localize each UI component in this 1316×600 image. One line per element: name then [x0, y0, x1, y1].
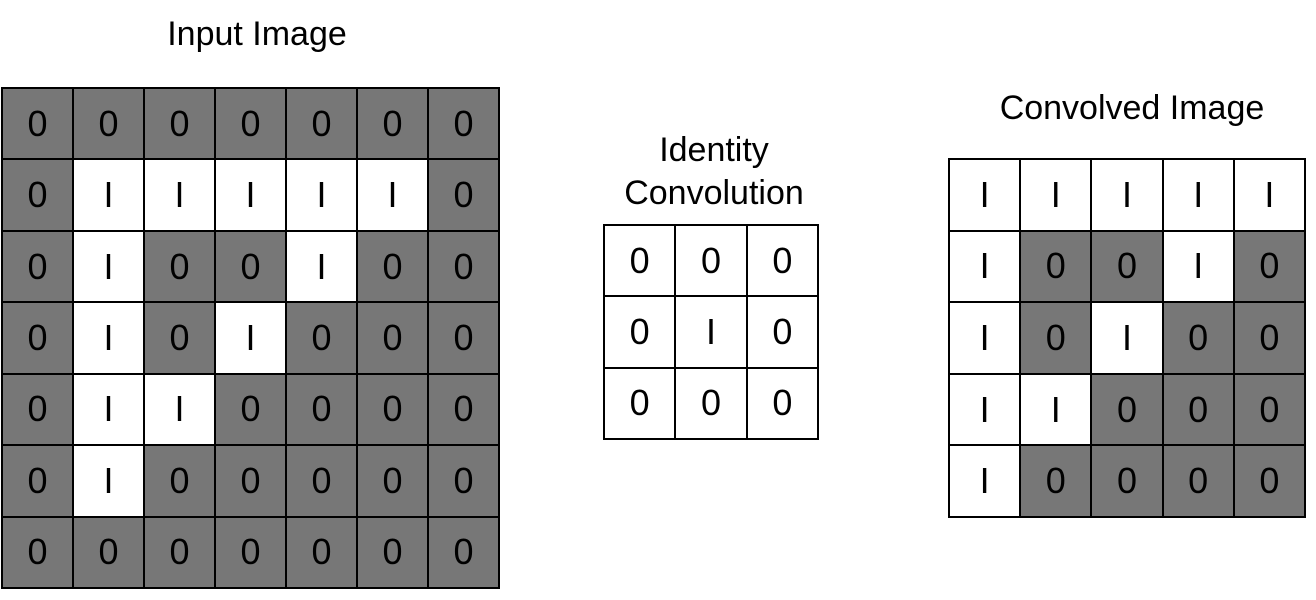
input-pixel-cell: 0: [358, 89, 429, 161]
output-pixel-cell: I: [1163, 160, 1235, 232]
output-pixel-cell: I: [950, 160, 1022, 232]
input-pixel-cell: 0: [145, 517, 216, 589]
input-pixel-cell: I: [145, 160, 216, 232]
input-pixel-cell: 0: [429, 446, 500, 518]
input-pixel-cell: 0: [3, 231, 74, 304]
input-pixel-cell: 0: [3, 446, 74, 518]
input-pixel-cell: 0: [3, 517, 74, 589]
input-pixel-cell: 0: [3, 89, 74, 161]
input-pixel-cell: I: [287, 160, 358, 232]
input-pixel-cell: 0: [145, 446, 216, 518]
output-pixel-cell: I: [950, 231, 1022, 304]
output-pixel-cell: I: [1234, 160, 1306, 232]
output-pixel-cell: 0: [1092, 231, 1164, 304]
input-pixel-cell: I: [287, 231, 358, 304]
input-pixel-cell: 0: [216, 446, 287, 518]
kernel-cell: 0: [676, 368, 748, 440]
input-pixel-cell: I: [74, 231, 145, 304]
input-pixel-cell: 0: [429, 89, 500, 161]
output-pixel-cell: 0: [1234, 374, 1306, 447]
output-pixel-cell: 0: [1234, 303, 1306, 375]
input-image-title: Input Image: [167, 15, 347, 53]
input-pixel-cell: I: [74, 303, 145, 375]
input-pixel-cell: 0: [74, 89, 145, 161]
input-pixel-cell: 0: [145, 89, 216, 161]
input-pixel-cell: I: [74, 160, 145, 232]
convolved-image-title: Convolved Image: [999, 89, 1265, 127]
input-pixel-cell: 0: [429, 303, 500, 375]
kernel-cell: 0: [747, 226, 819, 298]
kernel-cell: I: [676, 297, 748, 369]
output-pixel-cell: I: [950, 303, 1022, 375]
input-pixel-cell: 0: [287, 374, 358, 447]
input-pixel-cell: 0: [287, 446, 358, 518]
input-pixel-cell: 0: [358, 517, 429, 589]
output-pixel-cell: 0: [1021, 446, 1093, 518]
input-pixel-cell: 0: [358, 446, 429, 518]
output-pixel-cell: I: [1021, 160, 1093, 232]
kernel-cell: 0: [747, 297, 819, 369]
input-pixel-cell: 0: [429, 374, 500, 447]
input-pixel-cell: 0: [3, 303, 74, 375]
output-pixel-cell: 0: [1234, 231, 1306, 304]
output-pixel-cell: I: [950, 446, 1022, 518]
kernel-title-line2: Convolution: [624, 174, 804, 212]
input-pixel-cell: 0: [3, 160, 74, 232]
input-pixel-cell: 0: [287, 89, 358, 161]
input-pixel-cell: 0: [74, 517, 145, 589]
input-pixel-cell: 0: [216, 374, 287, 447]
input-pixel-cell: I: [145, 374, 216, 447]
input-pixel-cell: 0: [358, 231, 429, 304]
input-pixel-cell: 0: [358, 374, 429, 447]
output-pixel-cell: I: [1092, 303, 1164, 375]
input-pixel-cell: I: [358, 160, 429, 232]
input-pixel-cell: 0: [429, 517, 500, 589]
kernel-title-line1: Identity: [659, 131, 769, 169]
output-pixel-cell: 0: [1163, 446, 1235, 518]
output-pixel-cell: 0: [1163, 303, 1235, 375]
input-pixel-cell: 0: [216, 231, 287, 304]
input-pixel-cell: 0: [145, 231, 216, 304]
input-pixel-cell: 0: [287, 517, 358, 589]
input-pixel-cell: I: [216, 303, 287, 375]
input-pixel-cell: 0: [429, 231, 500, 304]
output-pixel-cell: I: [1092, 160, 1164, 232]
input-pixel-cell: 0: [216, 89, 287, 161]
output-pixel-cell: 0: [1021, 231, 1093, 304]
kernel-cell: 0: [605, 368, 677, 440]
output-pixel-cell: 0: [1163, 374, 1235, 447]
output-pixel-cell: I: [950, 374, 1022, 447]
output-pixel-cell: 0: [1092, 374, 1164, 447]
output-pixel-cell: I: [1163, 231, 1235, 304]
kernel-cell: 0: [605, 226, 677, 298]
input-pixel-cell: 0: [358, 303, 429, 375]
input-pixel-cell: I: [74, 446, 145, 518]
input-pixel-cell: 0: [145, 303, 216, 375]
input-pixel-cell: 0: [3, 374, 74, 447]
input-pixel-cell: 0: [429, 160, 500, 232]
output-pixel-cell: I: [1021, 374, 1093, 447]
input-pixel-cell: I: [74, 374, 145, 447]
kernel-cell: 0: [676, 226, 748, 298]
output-pixel-cell: 0: [1021, 303, 1093, 375]
input-pixel-cell: 0: [287, 303, 358, 375]
output-pixel-cell: 0: [1092, 446, 1164, 518]
output-pixel-cell: 0: [1234, 446, 1306, 518]
kernel-cell: 0: [605, 297, 677, 369]
input-pixel-cell: 0: [216, 517, 287, 589]
kernel-cell: 0: [747, 368, 819, 440]
input-pixel-cell: I: [216, 160, 287, 232]
